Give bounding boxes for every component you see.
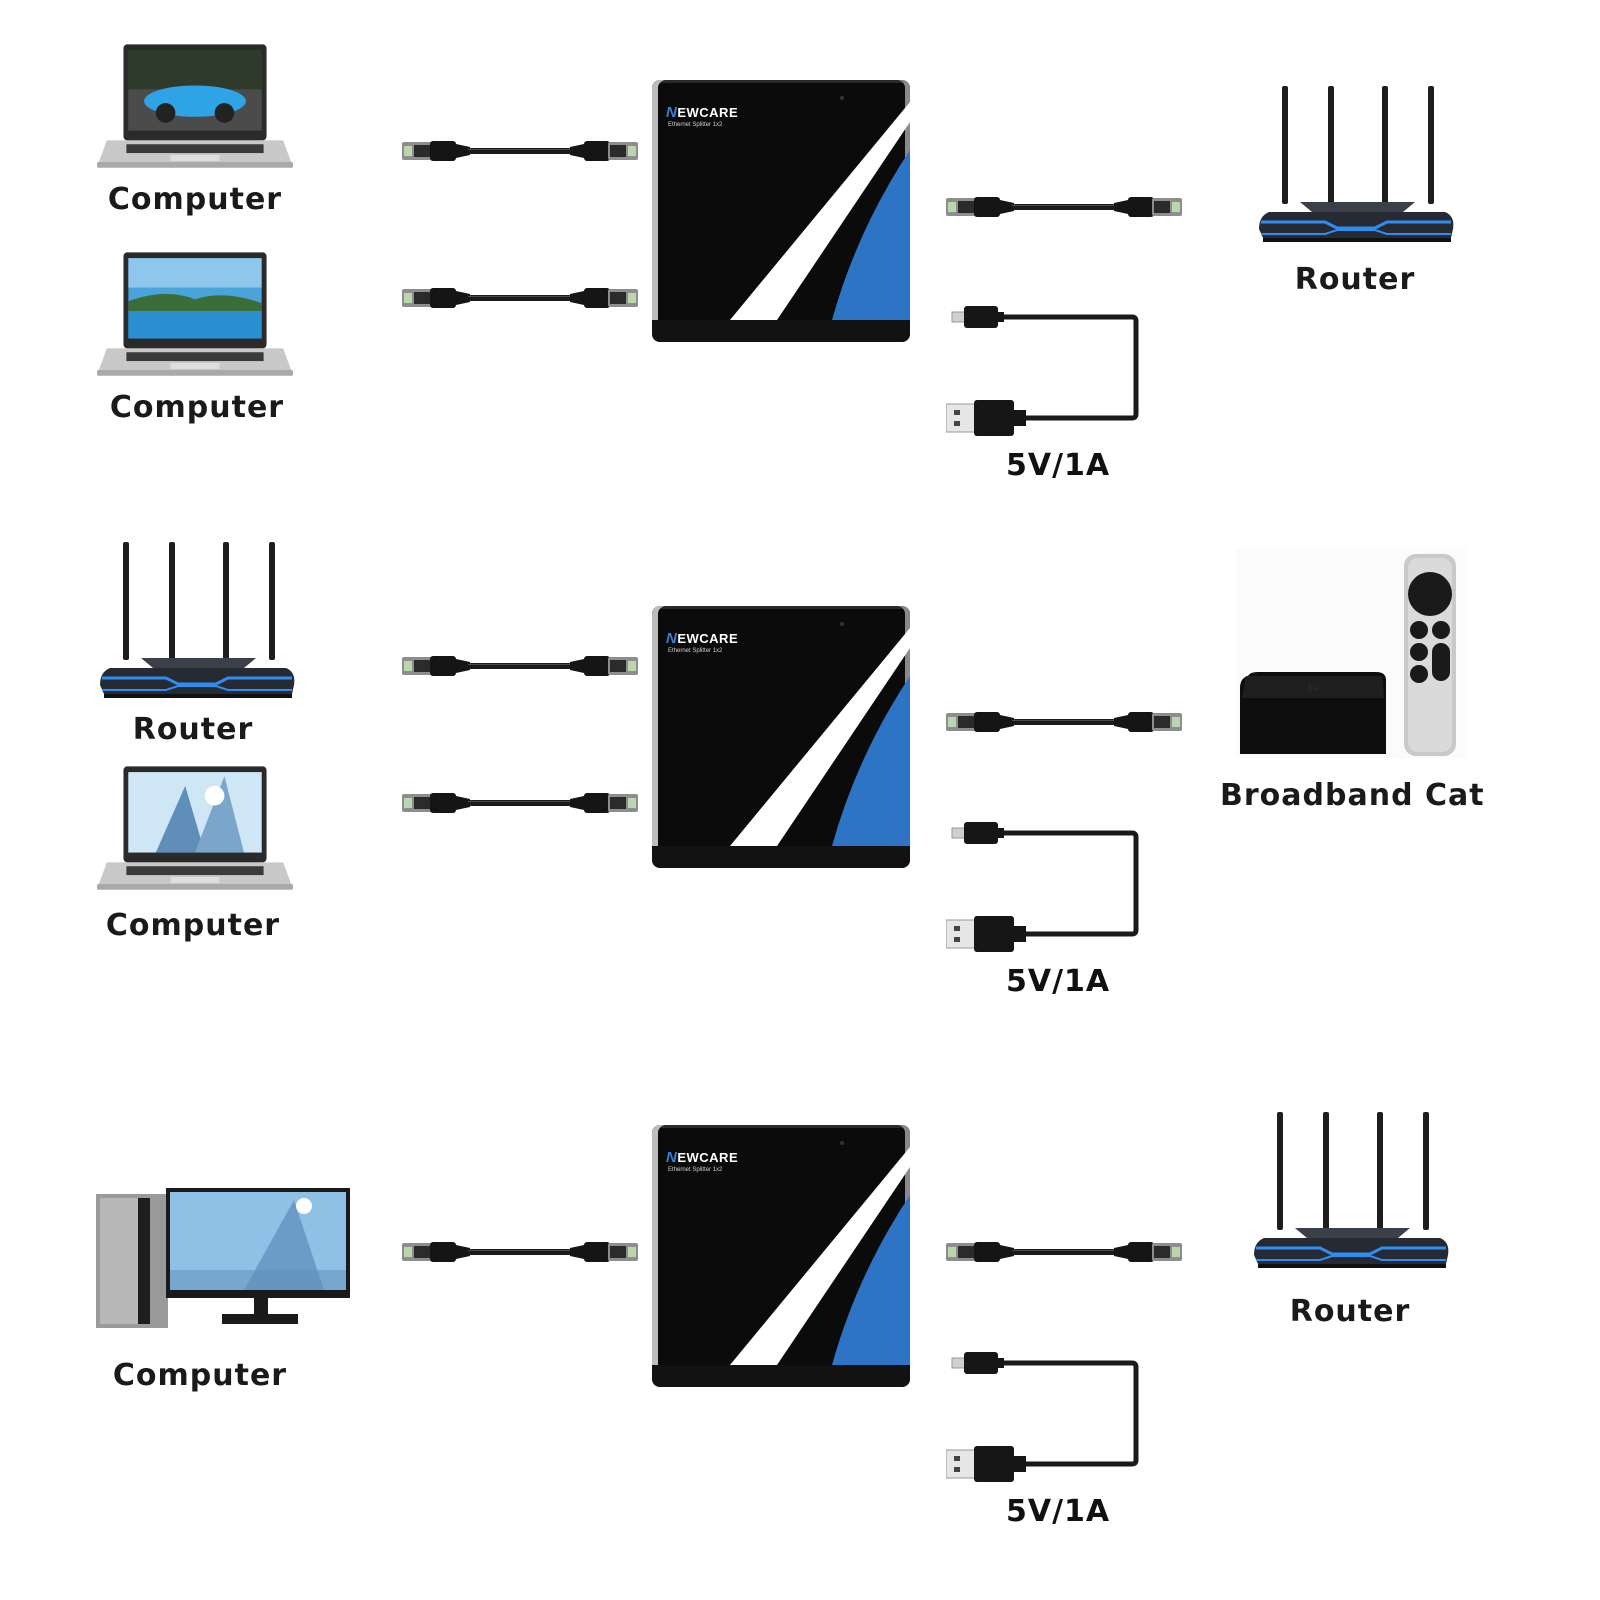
model-text: Ethernet Splitter 1x2: [668, 122, 723, 128]
ethernet-cable: [400, 283, 640, 313]
laptop-device: [97, 252, 293, 380]
ethernet-cable: [944, 192, 1184, 222]
device-label: Computer: [109, 390, 285, 425]
device-label: Router: [1294, 262, 1416, 297]
device-label: Broadband Cat: [1220, 778, 1485, 813]
power-spec-label: 5V/1A: [1006, 448, 1111, 483]
device-label: Computer: [112, 1358, 288, 1393]
ethernet-cable: [400, 651, 640, 681]
device-label: Router: [1289, 1294, 1411, 1329]
ethernet-cable: [400, 1237, 640, 1267]
ethernet-cable: [400, 788, 640, 818]
brand-logo: NEWCARE: [666, 1149, 739, 1166]
usb-power-cable: [946, 302, 1146, 442]
led-indicator: [840, 1141, 844, 1145]
ethernet-cable: [944, 707, 1184, 737]
device-label: Computer: [105, 908, 281, 943]
ethernet-cable: [400, 136, 640, 166]
led-indicator: [840, 622, 844, 626]
brand-logo: NEWCARE: [666, 630, 739, 647]
power-spec-label: 5V/1A: [1006, 964, 1111, 999]
laptop-device: [97, 44, 293, 172]
usb-power-cable: [946, 818, 1146, 958]
desktop-computer-device: [94, 1186, 354, 1336]
model-text: Ethernet Splitter 1x2: [668, 648, 723, 654]
led-indicator: [840, 96, 844, 100]
router-device: [96, 540, 296, 700]
ethernet-splitter: NEWCARE Ethernet Splitter 1x2: [652, 606, 910, 868]
usb-power-cable: [946, 1348, 1146, 1488]
brand-logo: NEWCARE: [666, 104, 739, 121]
device-label: Router: [132, 712, 254, 747]
router-device: [1250, 1110, 1450, 1270]
ethernet-splitter: NEWCARE Ethernet Splitter 1x2: [652, 80, 910, 342]
router-device: [1255, 84, 1455, 244]
model-text: Ethernet Splitter 1x2: [668, 1167, 723, 1173]
ethernet-splitter: NEWCARE Ethernet Splitter 1x2: [652, 1125, 910, 1387]
ethernet-cable: [944, 1237, 1184, 1267]
laptop-device: [97, 766, 293, 894]
tv-box-device: tv: [1236, 548, 1466, 758]
power-spec-label: 5V/1A: [1006, 1494, 1111, 1529]
device-label: Computer: [107, 182, 283, 217]
svg-text:tv: tv: [1308, 680, 1319, 694]
